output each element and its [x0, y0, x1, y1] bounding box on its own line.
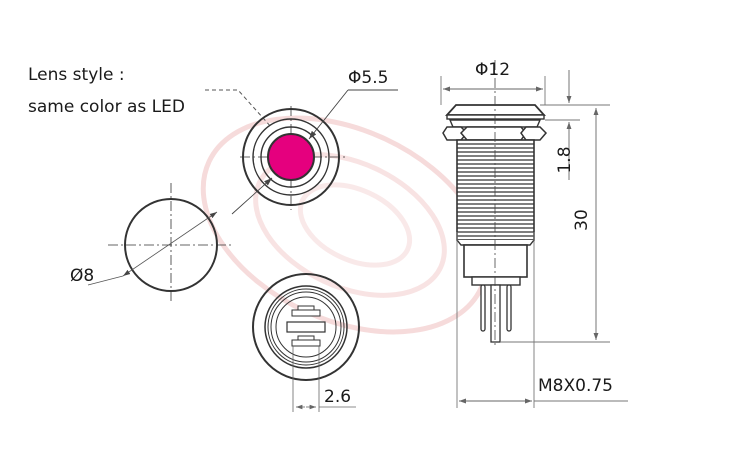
lens-leader-line: [205, 89, 273, 129]
cutout-diameter-label: Ø8: [70, 266, 95, 286]
panel-cutout-view: [87, 183, 232, 303]
lens-style-note-line2: same color as LED: [28, 97, 185, 117]
rear-view: [252, 273, 360, 412]
head-height-label: 1.8: [555, 146, 575, 174]
total-length-label: 30: [572, 209, 592, 231]
lens-diameter-label: Φ5.5: [348, 68, 389, 88]
thread-size-label: M8X0.75: [538, 376, 613, 396]
side-view: [440, 60, 628, 408]
head-diameter-label: Φ12: [475, 60, 511, 80]
led-lens: [267, 133, 315, 181]
lens-style-note-line1: Lens style :: [28, 65, 125, 85]
pin-pitch-label: 2.6: [324, 387, 352, 407]
front-view: [231, 89, 398, 215]
